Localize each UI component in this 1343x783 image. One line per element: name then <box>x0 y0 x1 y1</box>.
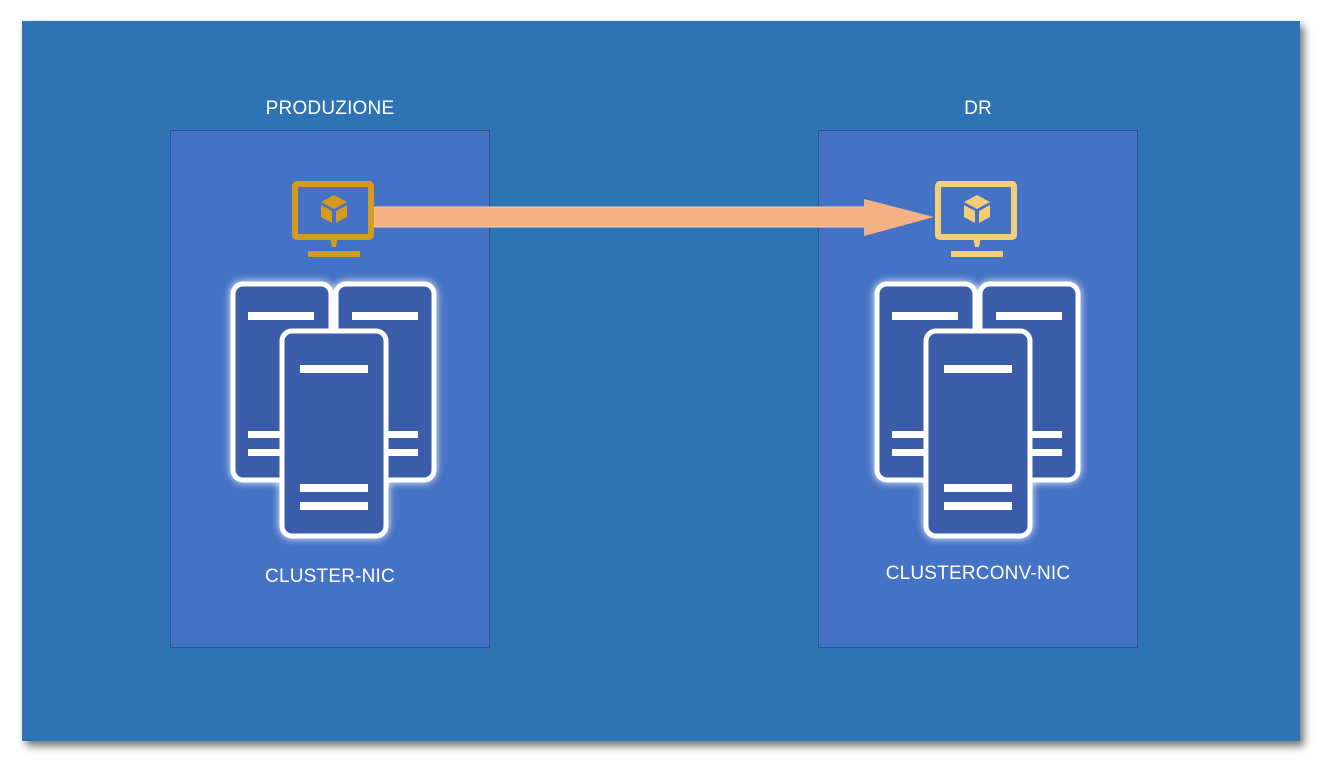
vm-monitor-icon-produzione <box>292 181 374 257</box>
replication-arrow <box>372 199 934 236</box>
site-title-dr: DR <box>964 98 992 119</box>
server-cluster-icon-produzione <box>230 281 437 539</box>
server-cluster-icon-dr <box>874 281 1081 539</box>
site-title-produzione: PRODUZIONE <box>265 98 395 119</box>
cluster-label-produzione: CLUSTER-NIC <box>265 566 395 587</box>
diagram-canvas: PRODUZIONE DR <box>22 21 1300 741</box>
vm-monitor-icon-dr <box>935 181 1017 257</box>
cluster-label-dr: CLUSTERCONV-NIC <box>885 563 1071 584</box>
